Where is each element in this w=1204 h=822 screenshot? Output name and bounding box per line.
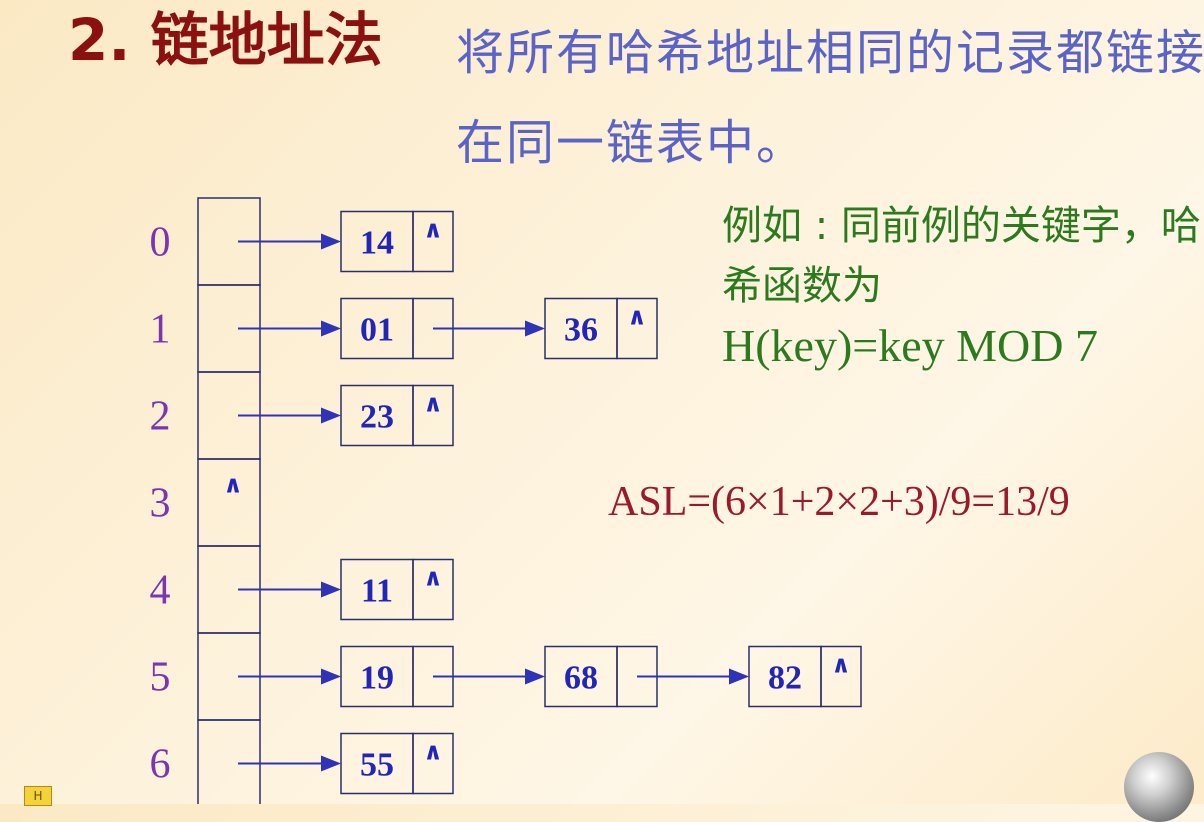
- method-description: 将所有哈希地址相同的记录都链接在同一链表中。: [456, 25, 1204, 171]
- bucket-6: [197, 719, 261, 804]
- null-pointer-3: ∧: [223, 471, 243, 499]
- node-key-19: 19: [360, 660, 394, 697]
- node-key-36: 36: [564, 312, 598, 349]
- node-key-01: 01: [360, 312, 394, 349]
- bucket-index-2: 2: [150, 394, 171, 440]
- bucket-index-1: 1: [150, 307, 171, 353]
- slide-title: 2. 链地址法: [68, 6, 383, 74]
- hash-function-formula: H(key)=key MOD 7: [722, 320, 1098, 371]
- chained-hash-table-diagram: 0 14 ∧ 1 01 36 ∧ 2 23 ∧ 3 ∧ 4 11 ∧ 5 19 68 82 ∧ 6 55 ∧: [150, 197, 862, 804]
- null-pointer: ∧: [423, 564, 443, 592]
- null-pointer: ∧: [423, 216, 443, 244]
- bucket-index-3: 3: [150, 481, 171, 527]
- null-pointer: ∧: [423, 738, 443, 766]
- asl-formula: ASL=(6×1+2×2+3)/9=13/9: [608, 479, 1070, 525]
- null-pointer: ∧: [831, 651, 851, 679]
- bucket-index-4: 4: [150, 568, 171, 614]
- null-pointer: ∧: [627, 303, 647, 331]
- node-key-82: 82: [768, 660, 802, 697]
- node-pointer-cell: [412, 210, 454, 273]
- node-pointer-cell: [412, 732, 454, 795]
- node-pointer-cell: [412, 558, 454, 621]
- bucket-index-5: 5: [150, 655, 171, 701]
- node-key-68: 68: [564, 660, 598, 697]
- node-key-11: 11: [361, 573, 393, 610]
- node-pointer-cell: [412, 384, 454, 447]
- null-pointer: ∧: [423, 390, 443, 418]
- example-intro: 例如 : 同前例的关键字，哈希函数为: [722, 203, 1201, 309]
- node-key-55: 55: [360, 747, 394, 784]
- bucket-index-0: 0: [150, 220, 171, 266]
- node-pointer-cell: [820, 645, 862, 708]
- node-key-14: 14: [360, 225, 394, 262]
- sphere-icon: [1124, 752, 1194, 822]
- node-key-23: 23: [360, 399, 394, 436]
- nav-button-icon[interactable]: H: [24, 786, 52, 806]
- bucket-index-6: 6: [150, 742, 171, 788]
- node-pointer-cell: [616, 297, 658, 360]
- example-text: 例如 : 同前例的关键字，哈希函数为 H(key)=key MOD 7: [722, 196, 1204, 378]
